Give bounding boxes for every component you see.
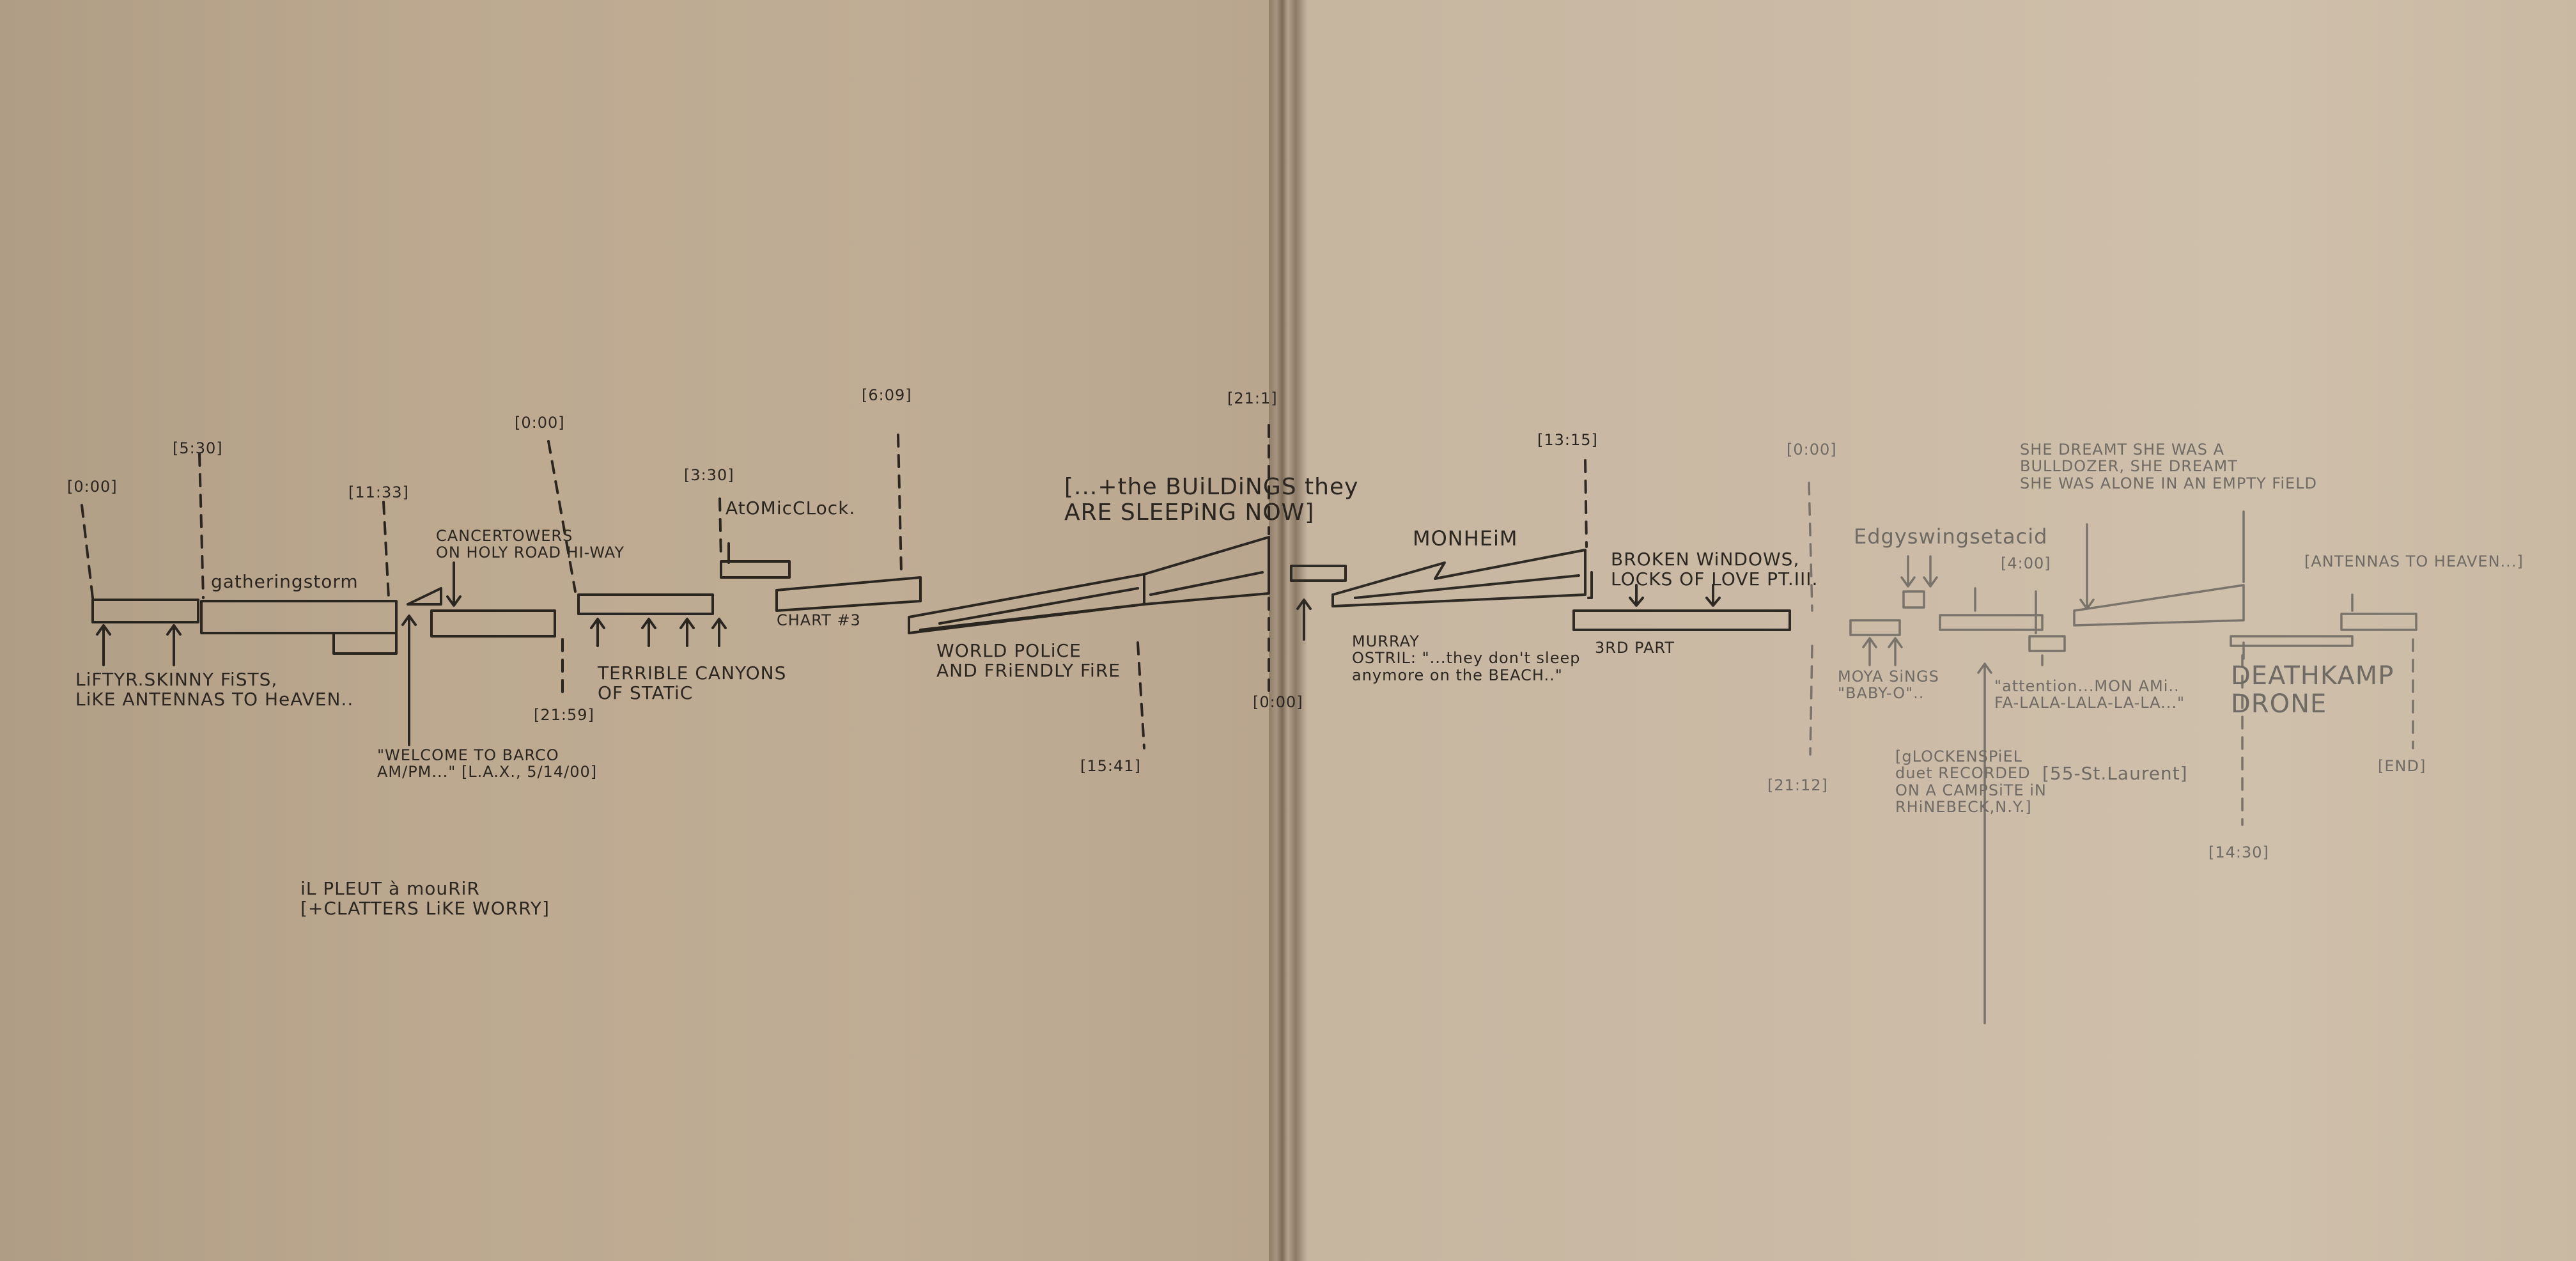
- segment-label-monheim: MONHEiM: [1413, 526, 1518, 551]
- segment-label-she-dreamt: SHE DREAMT SHE WAS A BULLDOZER, SHE DREA…: [2020, 441, 2318, 492]
- segment-label-cancer-towers: CANCERTOWERS ON HOLY ROAD HI-WAY: [436, 527, 625, 562]
- marker-line: [547, 440, 577, 593]
- segment-label-antennas-to-heaven: [ANTENNAS TO HEAVEN...]: [2304, 552, 2524, 570]
- time-marker: [0:00]: [515, 414, 565, 432]
- track-bar: [1572, 609, 1791, 631]
- segment-label-terrible-canyons: TERRIBLE CANYONS OF STATiC: [598, 662, 787, 703]
- track-bar: [775, 576, 922, 612]
- segment-label-third-part: 3RD PART: [1595, 639, 1675, 657]
- track-bar: [91, 599, 199, 623]
- marker-line: [1809, 645, 1813, 756]
- time-marker: [5:30]: [173, 439, 223, 457]
- marker-line: [81, 504, 94, 599]
- time-marker: [21:59]: [534, 706, 594, 724]
- track-bar: [332, 632, 398, 655]
- book-spine: [1269, 0, 1307, 1261]
- arrow-up-icon: [96, 542, 730, 746]
- marker-line: [897, 434, 903, 574]
- track-bar: [577, 593, 714, 615]
- track-bar: [2340, 613, 2417, 631]
- time-marker: [0:00]: [1787, 441, 1837, 458]
- time-marker: [13:15]: [1537, 431, 1598, 449]
- marker-line: [1137, 641, 1145, 749]
- track-bar: [200, 600, 398, 634]
- time-marker: [3:30]: [684, 466, 734, 484]
- track-bar: [1587, 571, 1593, 599]
- time-marker: [0:00]: [67, 478, 118, 496]
- segment-label-il-pleut: iL PLEUT à mouRiR [+CLATTERS LiKE WORRY]: [300, 878, 550, 919]
- marker-line: [198, 453, 205, 599]
- track-bar: [2073, 584, 2245, 627]
- time-marker: [21:12]: [1767, 776, 1828, 794]
- segment-label-broken-windows: BROKEN WiNDOWS, LOCKS OF LOVE PT.III.: [1611, 549, 1819, 590]
- time-marker: [0:00]: [1253, 693, 1303, 711]
- track-bar: [1902, 590, 1925, 609]
- segment-label-gathering-storm: gatheringstorm: [211, 571, 359, 592]
- segment-label-glockenspiel: [gLOCKENSPiEL duet RECORDED ON A CAMPSiT…: [1895, 748, 2047, 817]
- marker-line: [382, 501, 390, 599]
- track-bar: [1939, 614, 2044, 631]
- time-marker: [END]: [2378, 757, 2426, 775]
- track-bar: [1143, 536, 1270, 606]
- marker-line: [1808, 482, 1813, 612]
- time-marker: [14:30]: [2208, 843, 2269, 861]
- time-marker: [4:00]: [2001, 554, 2051, 572]
- segment-label-atomic-clock: AtOMicCLock.: [725, 497, 856, 519]
- track-bar: [1290, 565, 1347, 582]
- segment-label-welcome-to-barco: "WELCOME TO BARCO AM/PM..." [L.A.X., 5/1…: [377, 746, 598, 781]
- time-marker: [21:1]: [1227, 389, 1278, 407]
- track-bar: [1331, 549, 1587, 607]
- segment-label-chart-3: CHART #3: [777, 611, 861, 629]
- segment-label-deathkamp-drone: DEATHKAMP DRONE: [2231, 661, 2394, 719]
- track-bar: [430, 609, 556, 638]
- segment-label-lift-yr-skinny-fists: LiFTYR.SKINNY FiSTS, LiKE ANTENNAS TO He…: [75, 669, 354, 710]
- time-marker: [11:33]: [348, 483, 409, 501]
- segment-label-attention: "attention...MON AMi.. FA-LALA-LALA-LA-L…: [1994, 677, 2185, 712]
- marker-line: [718, 497, 722, 561]
- track-bar: [1849, 619, 1901, 636]
- segment-label-st-laurent: [55-St.Laurent]: [2042, 763, 2188, 784]
- segment-label-moya-sings: MOYA SiNGS "BABY-O"..: [1838, 668, 1939, 703]
- marker-line: [1584, 459, 1588, 548]
- track-bar: [908, 573, 1145, 634]
- segment-label-murray-ostril: MURRAY OSTRIL: "...they don't sleep anym…: [1352, 632, 1581, 684]
- segment-label-buildings-sleeping: [...+the BUiLDiNGS they ARE SLEEPiNG NOW…: [1064, 474, 1359, 526]
- left-page: [0, 0, 1269, 1261]
- track-bar: [2028, 635, 2066, 652]
- segment-label-edgy-swing-set: Edgyswingsetacid: [1854, 524, 2048, 549]
- time-marker: [15:41]: [1080, 757, 1141, 775]
- track-bar: [407, 587, 442, 606]
- time-marker: [6:09]: [862, 386, 912, 404]
- track-bar: [720, 560, 791, 579]
- segment-label-world-police: WORLD POLiCE AND FRiENDLY FiRE: [936, 640, 1121, 681]
- track-bar: [2230, 635, 2354, 647]
